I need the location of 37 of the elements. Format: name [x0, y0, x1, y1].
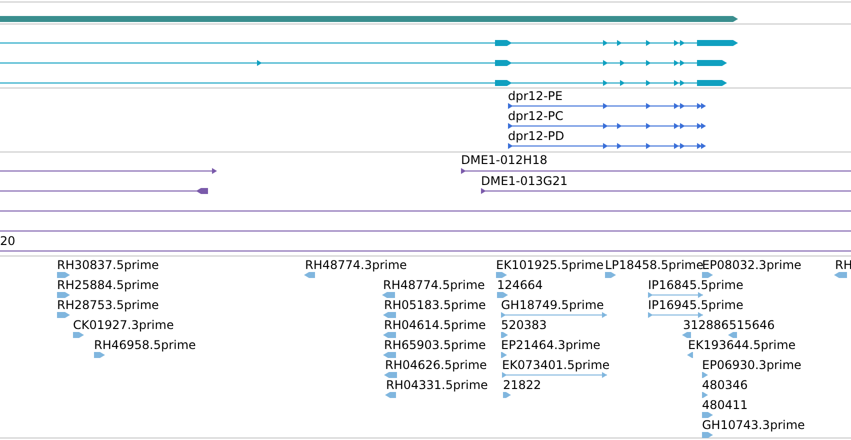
feature-label: 520383 [501, 318, 547, 332]
feature-label: IP16945.5prime [648, 298, 744, 312]
feature-label: RH [835, 258, 851, 272]
feature-label: RH48774.5prime [383, 278, 485, 292]
feature-label: 515646 [729, 318, 775, 332]
feature-label: RH04626.5prime [385, 358, 487, 372]
feature-label: EP21464.3prime [501, 338, 600, 352]
feature-label: EK073401.5prime [502, 358, 610, 372]
feature-label: 480411 [702, 398, 748, 412]
feature-label: 480346 [702, 378, 748, 392]
feature-label: GH10743.3prime [702, 418, 805, 432]
feature-label: RH28753.5prime [57, 298, 159, 312]
feature-label: 21822 [503, 378, 542, 392]
feature-label: EP06930.3prime [702, 358, 802, 372]
feature-label: GH18749.5prime [501, 298, 604, 312]
feature-label: dpr12-PC [508, 109, 564, 123]
feature-label: RH05183.5prime [384, 298, 486, 312]
feature-label: dpr12-PD [508, 129, 564, 143]
feature-label: RH46958.5prime [94, 338, 196, 352]
feature-label: RH25884.5prime [57, 278, 159, 292]
feature-label: 20 [0, 234, 16, 248]
feature-label: DME1-012H18 [461, 153, 548, 167]
feature-label: RH30837.5prime [57, 258, 159, 272]
feature-label: RH65903.5prime [384, 338, 486, 352]
feature-label: dpr12-PE [508, 89, 563, 103]
feature-label: EP08032.3prime [702, 258, 802, 272]
feature-label: 124664 [497, 278, 543, 292]
feature-label: 312886 [683, 318, 729, 332]
feature-label: EK193644.5prime [688, 338, 796, 352]
feature-label: CK01927.3prime [73, 318, 174, 332]
feature-label: RH48774.3prime [305, 258, 407, 272]
feature-label: IP16845.5prime [648, 278, 744, 292]
feature-label: RH04614.5prime [384, 318, 486, 332]
feature-label: EK101925.5prime [496, 258, 604, 272]
feature-label: DME1-013G21 [481, 174, 568, 188]
feature-label: RH04331.5prime [386, 378, 488, 392]
feature-label: LP18458.5prime [605, 258, 704, 272]
